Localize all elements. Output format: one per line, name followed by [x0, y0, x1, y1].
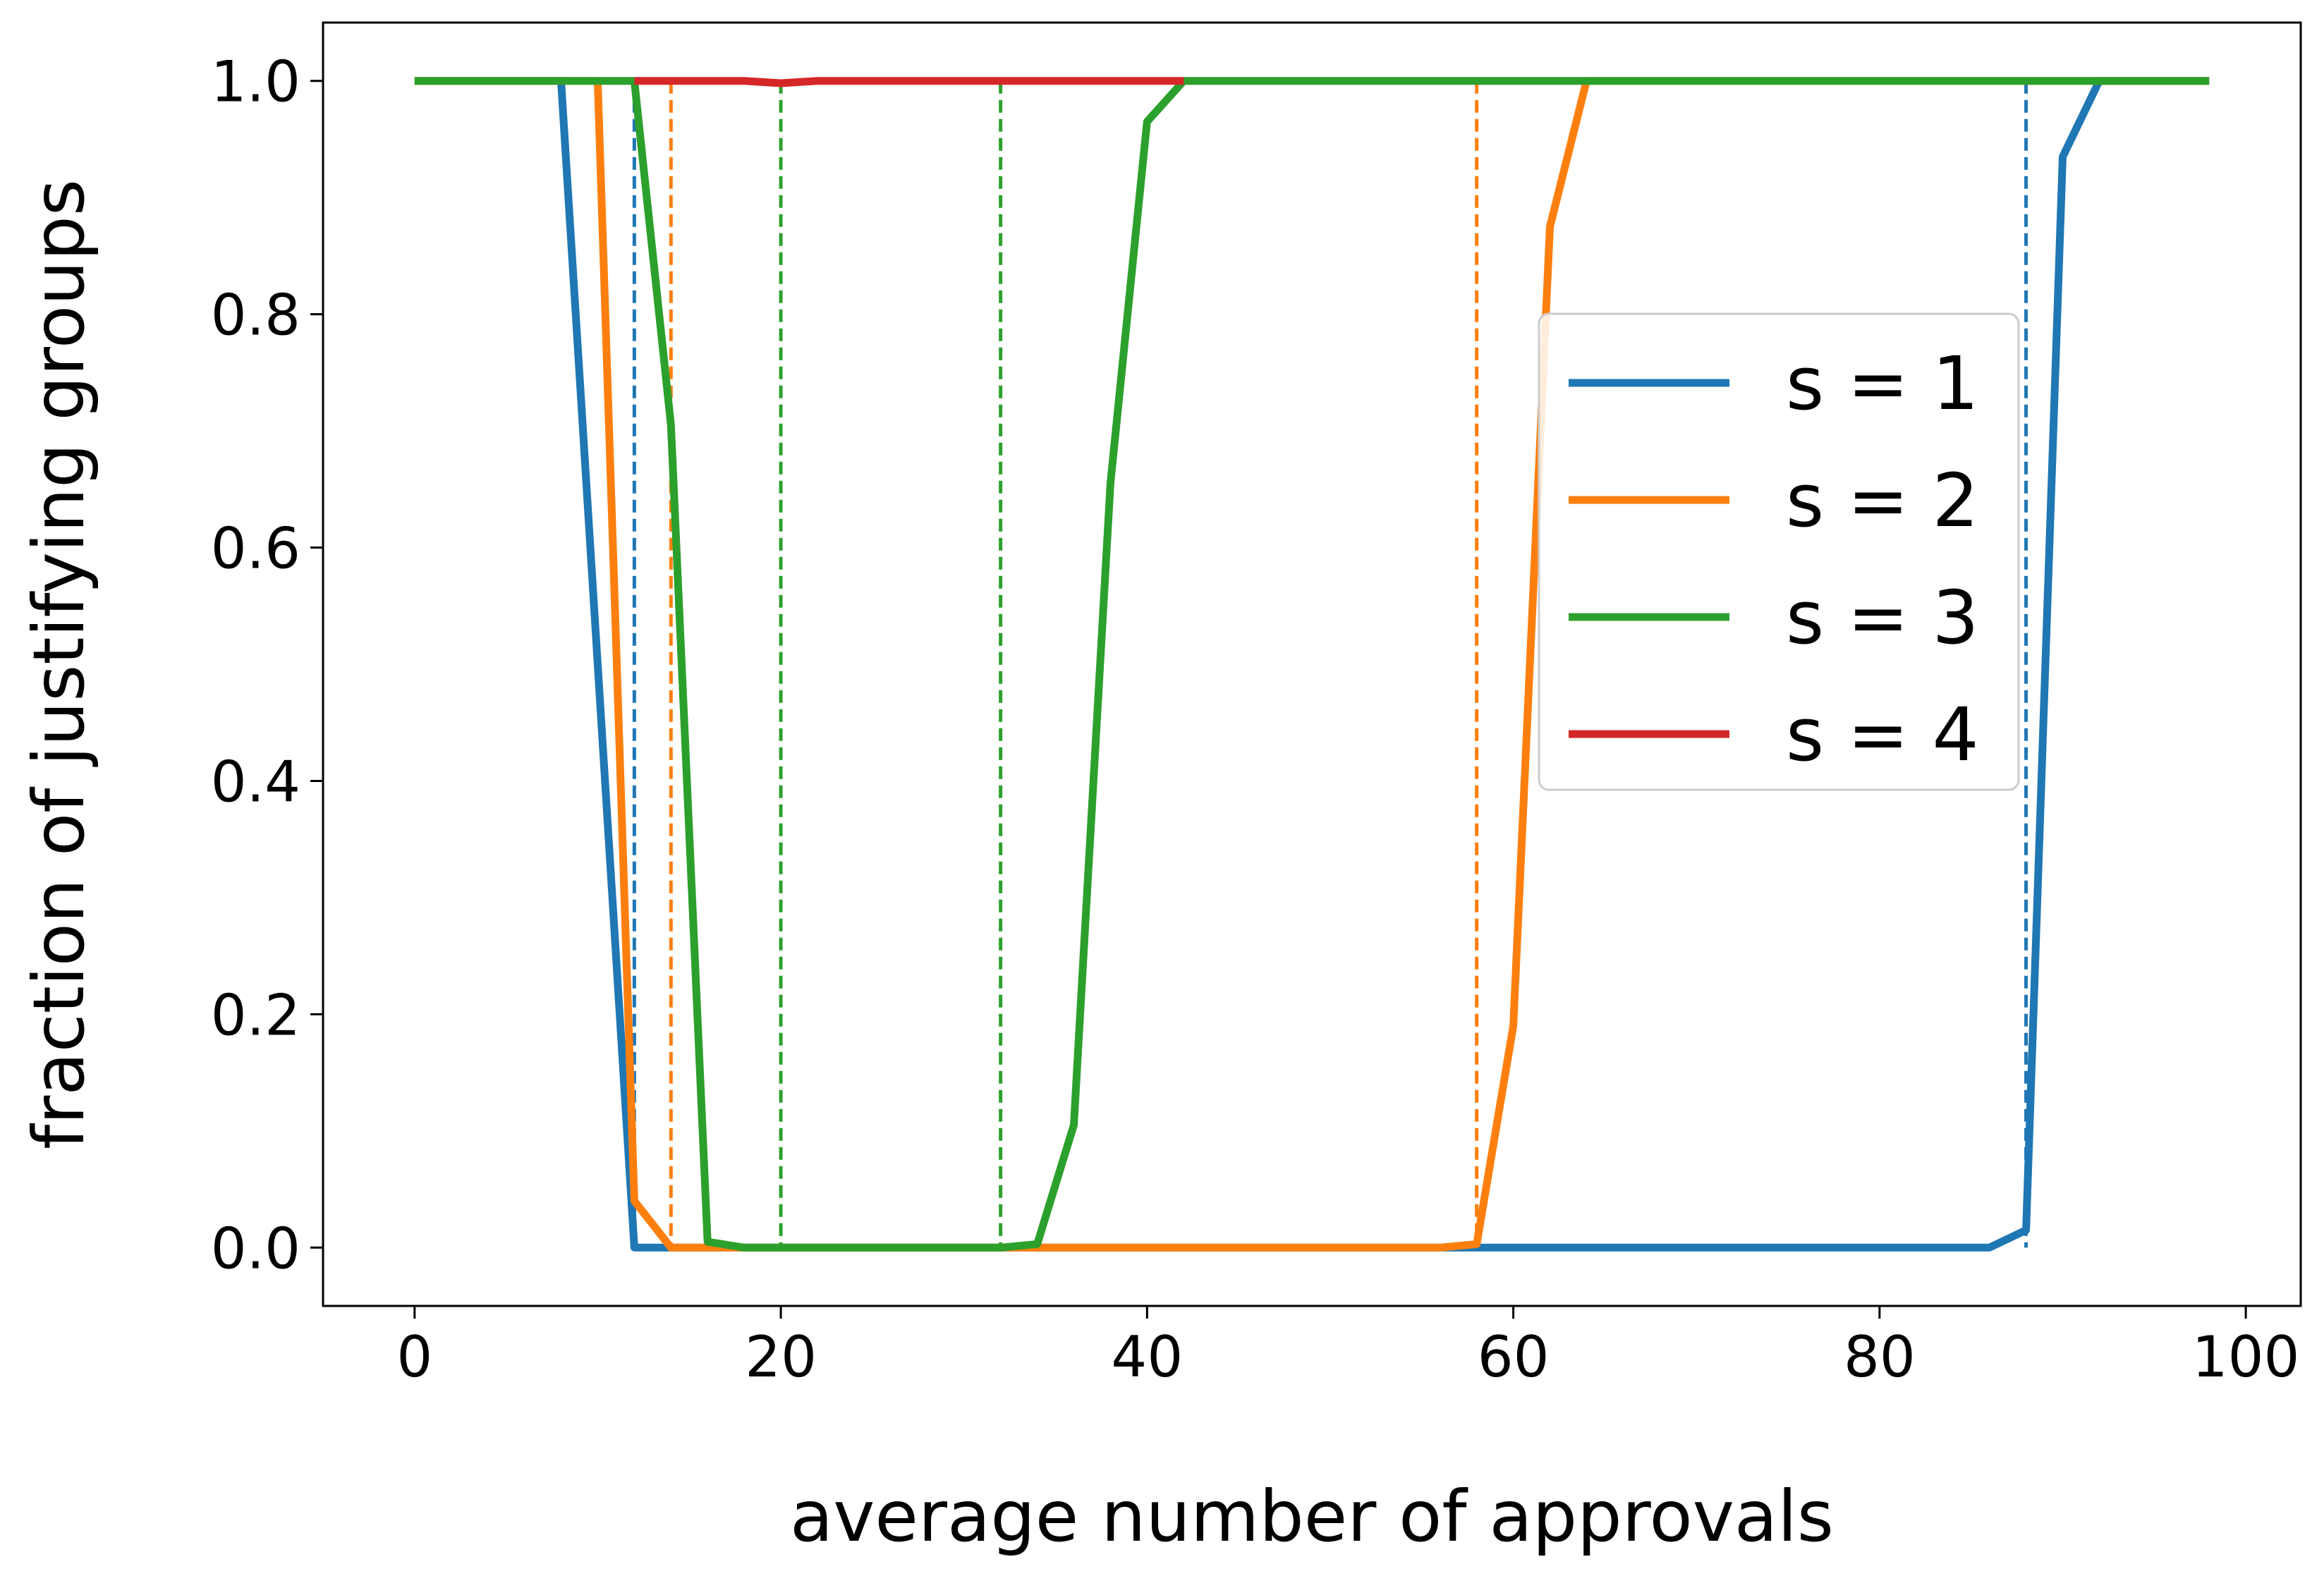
legend-label-3: s = 3 [1786, 575, 1979, 661]
x-tick-label: 60 [1478, 1324, 1550, 1390]
y-tick-label: 0.2 [211, 982, 300, 1048]
y-tick-label: 1.0 [211, 49, 300, 115]
x-axis-ticks: 0 20 40 60 80 100 [396, 1306, 2299, 1390]
x-tick-label: 20 [745, 1324, 817, 1390]
legend-label-4: s = 4 [1786, 692, 1979, 778]
series-line-4 [634, 77, 1184, 87]
y-axis-title: fraction of justifying groups [18, 179, 100, 1149]
x-tick-label: 80 [1844, 1324, 1916, 1390]
x-tick-label: 0 [396, 1324, 432, 1390]
x-tick-label: 100 [2192, 1324, 2300, 1390]
x-axis-title: average number of approvals [790, 1475, 1834, 1558]
legend-box [1538, 312, 2020, 791]
legend: s = 1 s = 2 s = 3 s = 4 [1538, 312, 2020, 791]
plot-area-frame [322, 21, 2302, 1307]
series-lines [414, 77, 2210, 1252]
legend-label-1: s = 1 [1786, 341, 1979, 427]
y-tick-label: 0.0 [211, 1216, 300, 1281]
x-tick-label: 40 [1111, 1324, 1183, 1390]
y-axis-ticks: 0.0 0.2 0.4 0.6 0.8 1.0 [211, 49, 323, 1281]
series-line-3 [414, 77, 2210, 1252]
y-tick-label: 0.6 [211, 516, 300, 582]
legend-label-2: s = 2 [1786, 458, 1979, 544]
y-tick-label: 0.4 [211, 749, 300, 814]
y-tick-label: 0.8 [211, 283, 300, 348]
threshold-lines [632, 80, 2028, 1248]
